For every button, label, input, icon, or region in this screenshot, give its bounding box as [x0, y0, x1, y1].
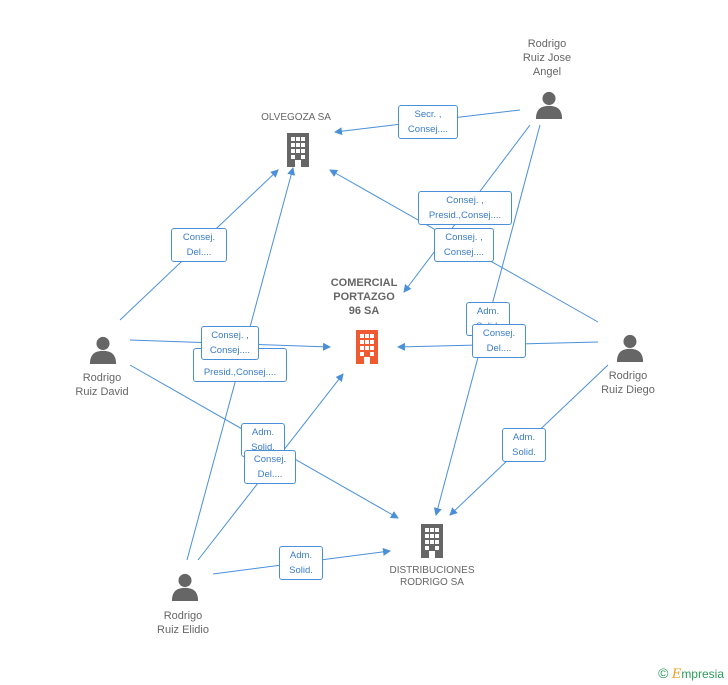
elidio-person-icon [171, 573, 199, 601]
role-box[interactable]: Consej. Del.... [171, 228, 227, 262]
jose-angel-label[interactable]: Rodrigo Ruiz Jose Angel [522, 38, 572, 78]
david-label[interactable]: Rodrigo Ruiz David [75, 372, 129, 398]
diego-person-icon [616, 334, 644, 362]
brand-initial: E [671, 667, 682, 682]
jose-angel-person-icon [535, 91, 563, 119]
empresia-logo[interactable]: © Empresia [658, 665, 724, 682]
olvegoza-label[interactable]: OLVEGOZA SA [261, 112, 331, 123]
comercial-building-icon [356, 330, 378, 364]
role-box[interactable]: Secr. , Consej.... [398, 105, 458, 139]
elidio-label[interactable]: Rodrigo Ruiz Elidio [157, 610, 209, 636]
role-box[interactable]: Consej. , Consej.... [434, 228, 494, 262]
role-box[interactable]: Consej. , Presid.,Consej.... [418, 191, 512, 225]
distribuciones-building-icon [421, 524, 443, 558]
role-box[interactable]: Adm. Solid. [279, 546, 323, 580]
brand-name: mpresia [681, 667, 724, 681]
david-person-icon [89, 336, 117, 364]
comercial-label[interactable]: COMERCIAL PORTAZGO 96 SA [330, 277, 398, 317]
copyright-symbol: © [658, 665, 669, 681]
role-box[interactable]: Consej. Del.... [472, 324, 526, 358]
role-box[interactable]: Consej. Del.... [244, 450, 296, 484]
role-box[interactable]: Consej. , Consej.... [201, 326, 259, 360]
diego-label[interactable]: Rodrigo Ruiz Diego [601, 370, 655, 396]
olvegoza-building-icon [287, 133, 309, 167]
role-box[interactable]: Adm. Solid. [502, 428, 546, 462]
distribuciones-label[interactable]: DISTRIBUCIONES RODRIGO SA [389, 565, 475, 588]
